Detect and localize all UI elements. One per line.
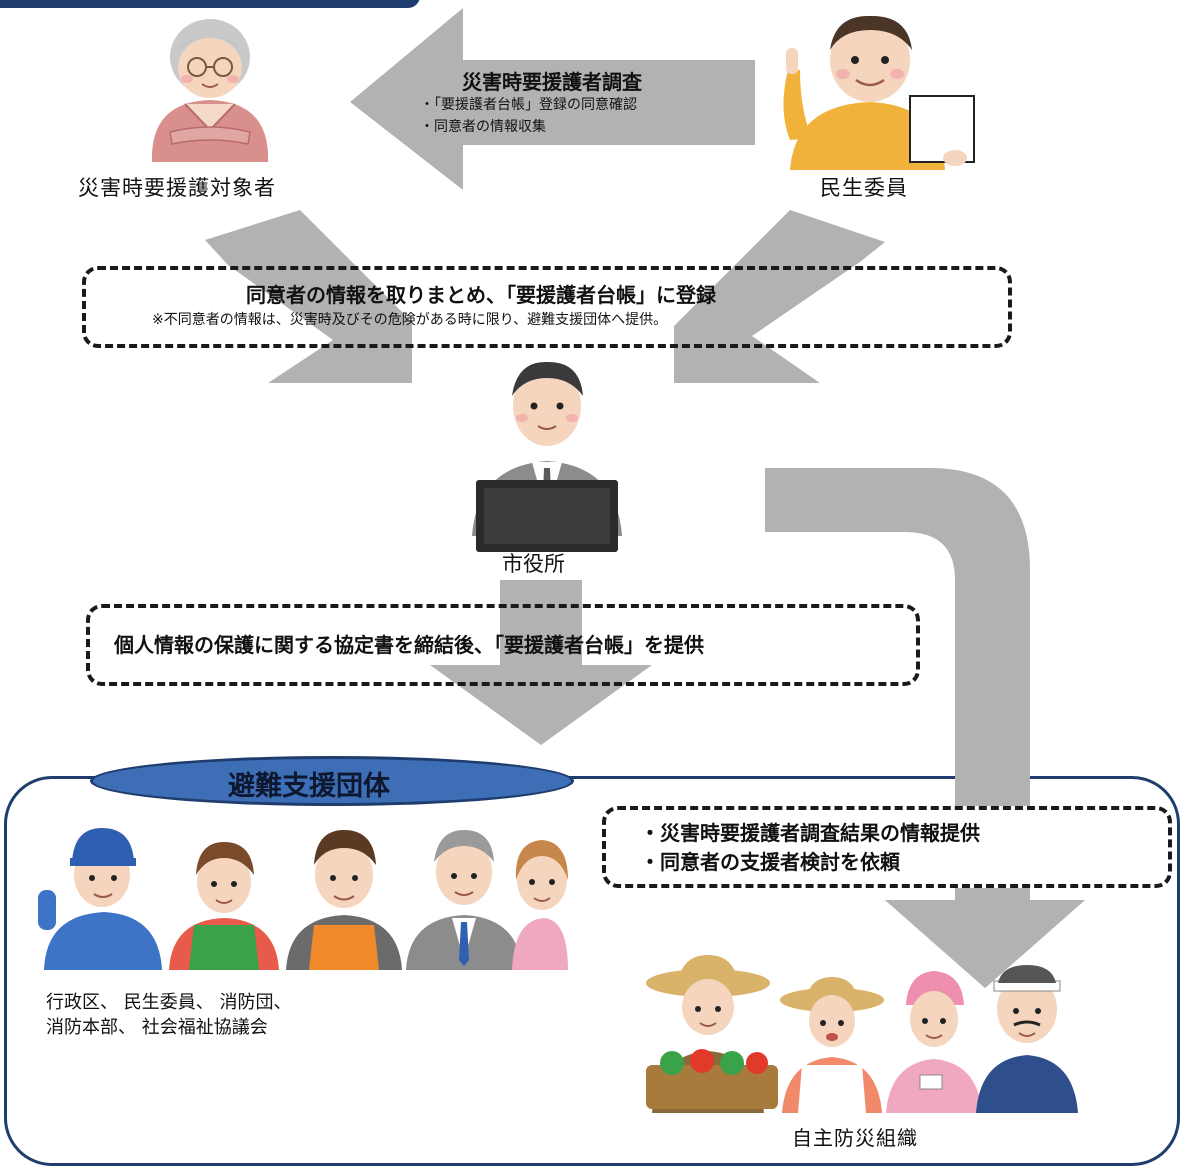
survey-arrow: [350, 8, 755, 190]
target-to-cityhall-arrow: [205, 210, 412, 383]
survey-item-collect: ・同意者の情報収集: [420, 119, 546, 135]
header-banner-fragment: [0, 0, 420, 8]
welfare-commissioner-illustration: [783, 15, 975, 170]
jishu-bosai-label: 自主防災組織: [792, 1126, 918, 1150]
survey-title: 災害時要援護者調査: [462, 70, 642, 94]
agreement-text: 個人情報の保護に関する協定書を締結後、「要援護者台帳」を提供: [114, 633, 704, 657]
minsei-label: 民生委員: [820, 176, 908, 200]
cityhall-label: 市役所: [502, 552, 565, 576]
info-request-item-supporter: ・同意者の支援者検討を依頼: [640, 850, 900, 874]
elderly-person-illustration: [151, 19, 269, 162]
registration-box: [82, 266, 1012, 348]
support-group-title: 避難支援団体: [228, 771, 390, 802]
support-group-frame: [4, 776, 1180, 1166]
cityhall-to-group-arrow: [430, 580, 652, 745]
cityhall-staff-illustration: [472, 361, 622, 552]
info-request-box: [602, 806, 1172, 888]
target-person-label: 災害時要援護対象者: [78, 176, 276, 200]
survey-item-consent: ・「要援護者台帳」登録の同意確認: [420, 97, 637, 113]
registration-main-text: 同意者の情報を取りまとめ、「要援護者台帳」に登録: [246, 283, 716, 307]
minsei-to-cityhall-arrow: [674, 210, 885, 383]
support-group-title-ellipse: [90, 756, 574, 806]
info-request-item-results: ・災害時要援護者調査結果の情報提供: [640, 821, 980, 845]
registration-note: ※不同意者の情報は、災害時及びその危険がある時に限り、避難支援団体へ提供。: [152, 312, 668, 328]
jishu-bosai-illustration: [646, 955, 1078, 1113]
support-group-members-illustration: [38, 828, 568, 970]
support-group-members-text: 行政区、 民生委員、 消防団、 消防本部、 社会福祉協議会: [46, 992, 292, 1038]
agreement-box: [86, 604, 920, 686]
